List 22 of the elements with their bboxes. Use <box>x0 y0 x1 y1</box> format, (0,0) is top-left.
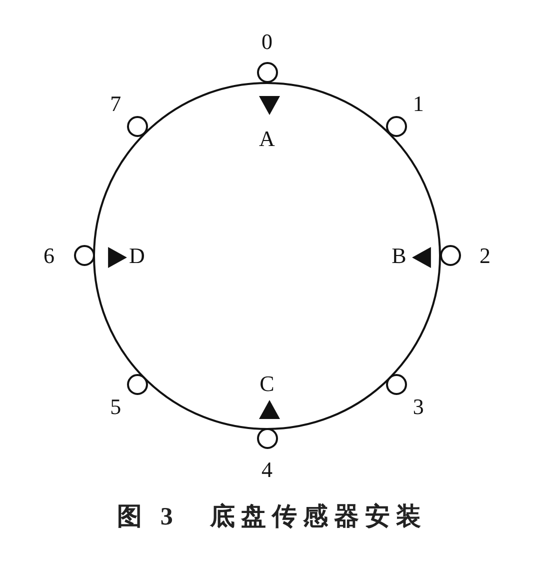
marker-letter: D <box>129 244 145 266</box>
triangle-icon <box>258 95 280 116</box>
sensor-number: 6 <box>44 244 54 266</box>
sensor-number: 2 <box>480 244 490 266</box>
sensor-circle <box>74 245 94 266</box>
marker-letter: C <box>260 372 274 394</box>
sensor-number: 7 <box>110 93 122 116</box>
marker-letter: A <box>259 128 275 150</box>
sensor-circle <box>256 428 278 449</box>
sensor-number: 3 <box>412 396 424 418</box>
sensor-number: 0 <box>262 30 272 52</box>
triangle-icon <box>106 247 128 268</box>
sensor-number: 1 <box>412 93 424 116</box>
chassis-circle <box>93 82 441 430</box>
sensor-number: 5 <box>110 396 122 418</box>
sensor-circle <box>256 62 278 83</box>
sensor-number: 4 <box>262 458 272 480</box>
figure-caption: 图 3 底盘传感器安装 <box>117 503 427 531</box>
triangle-icon <box>258 399 280 420</box>
triangle-icon <box>410 247 432 268</box>
sensor-circle <box>440 245 460 266</box>
marker-letter: B <box>392 244 406 266</box>
